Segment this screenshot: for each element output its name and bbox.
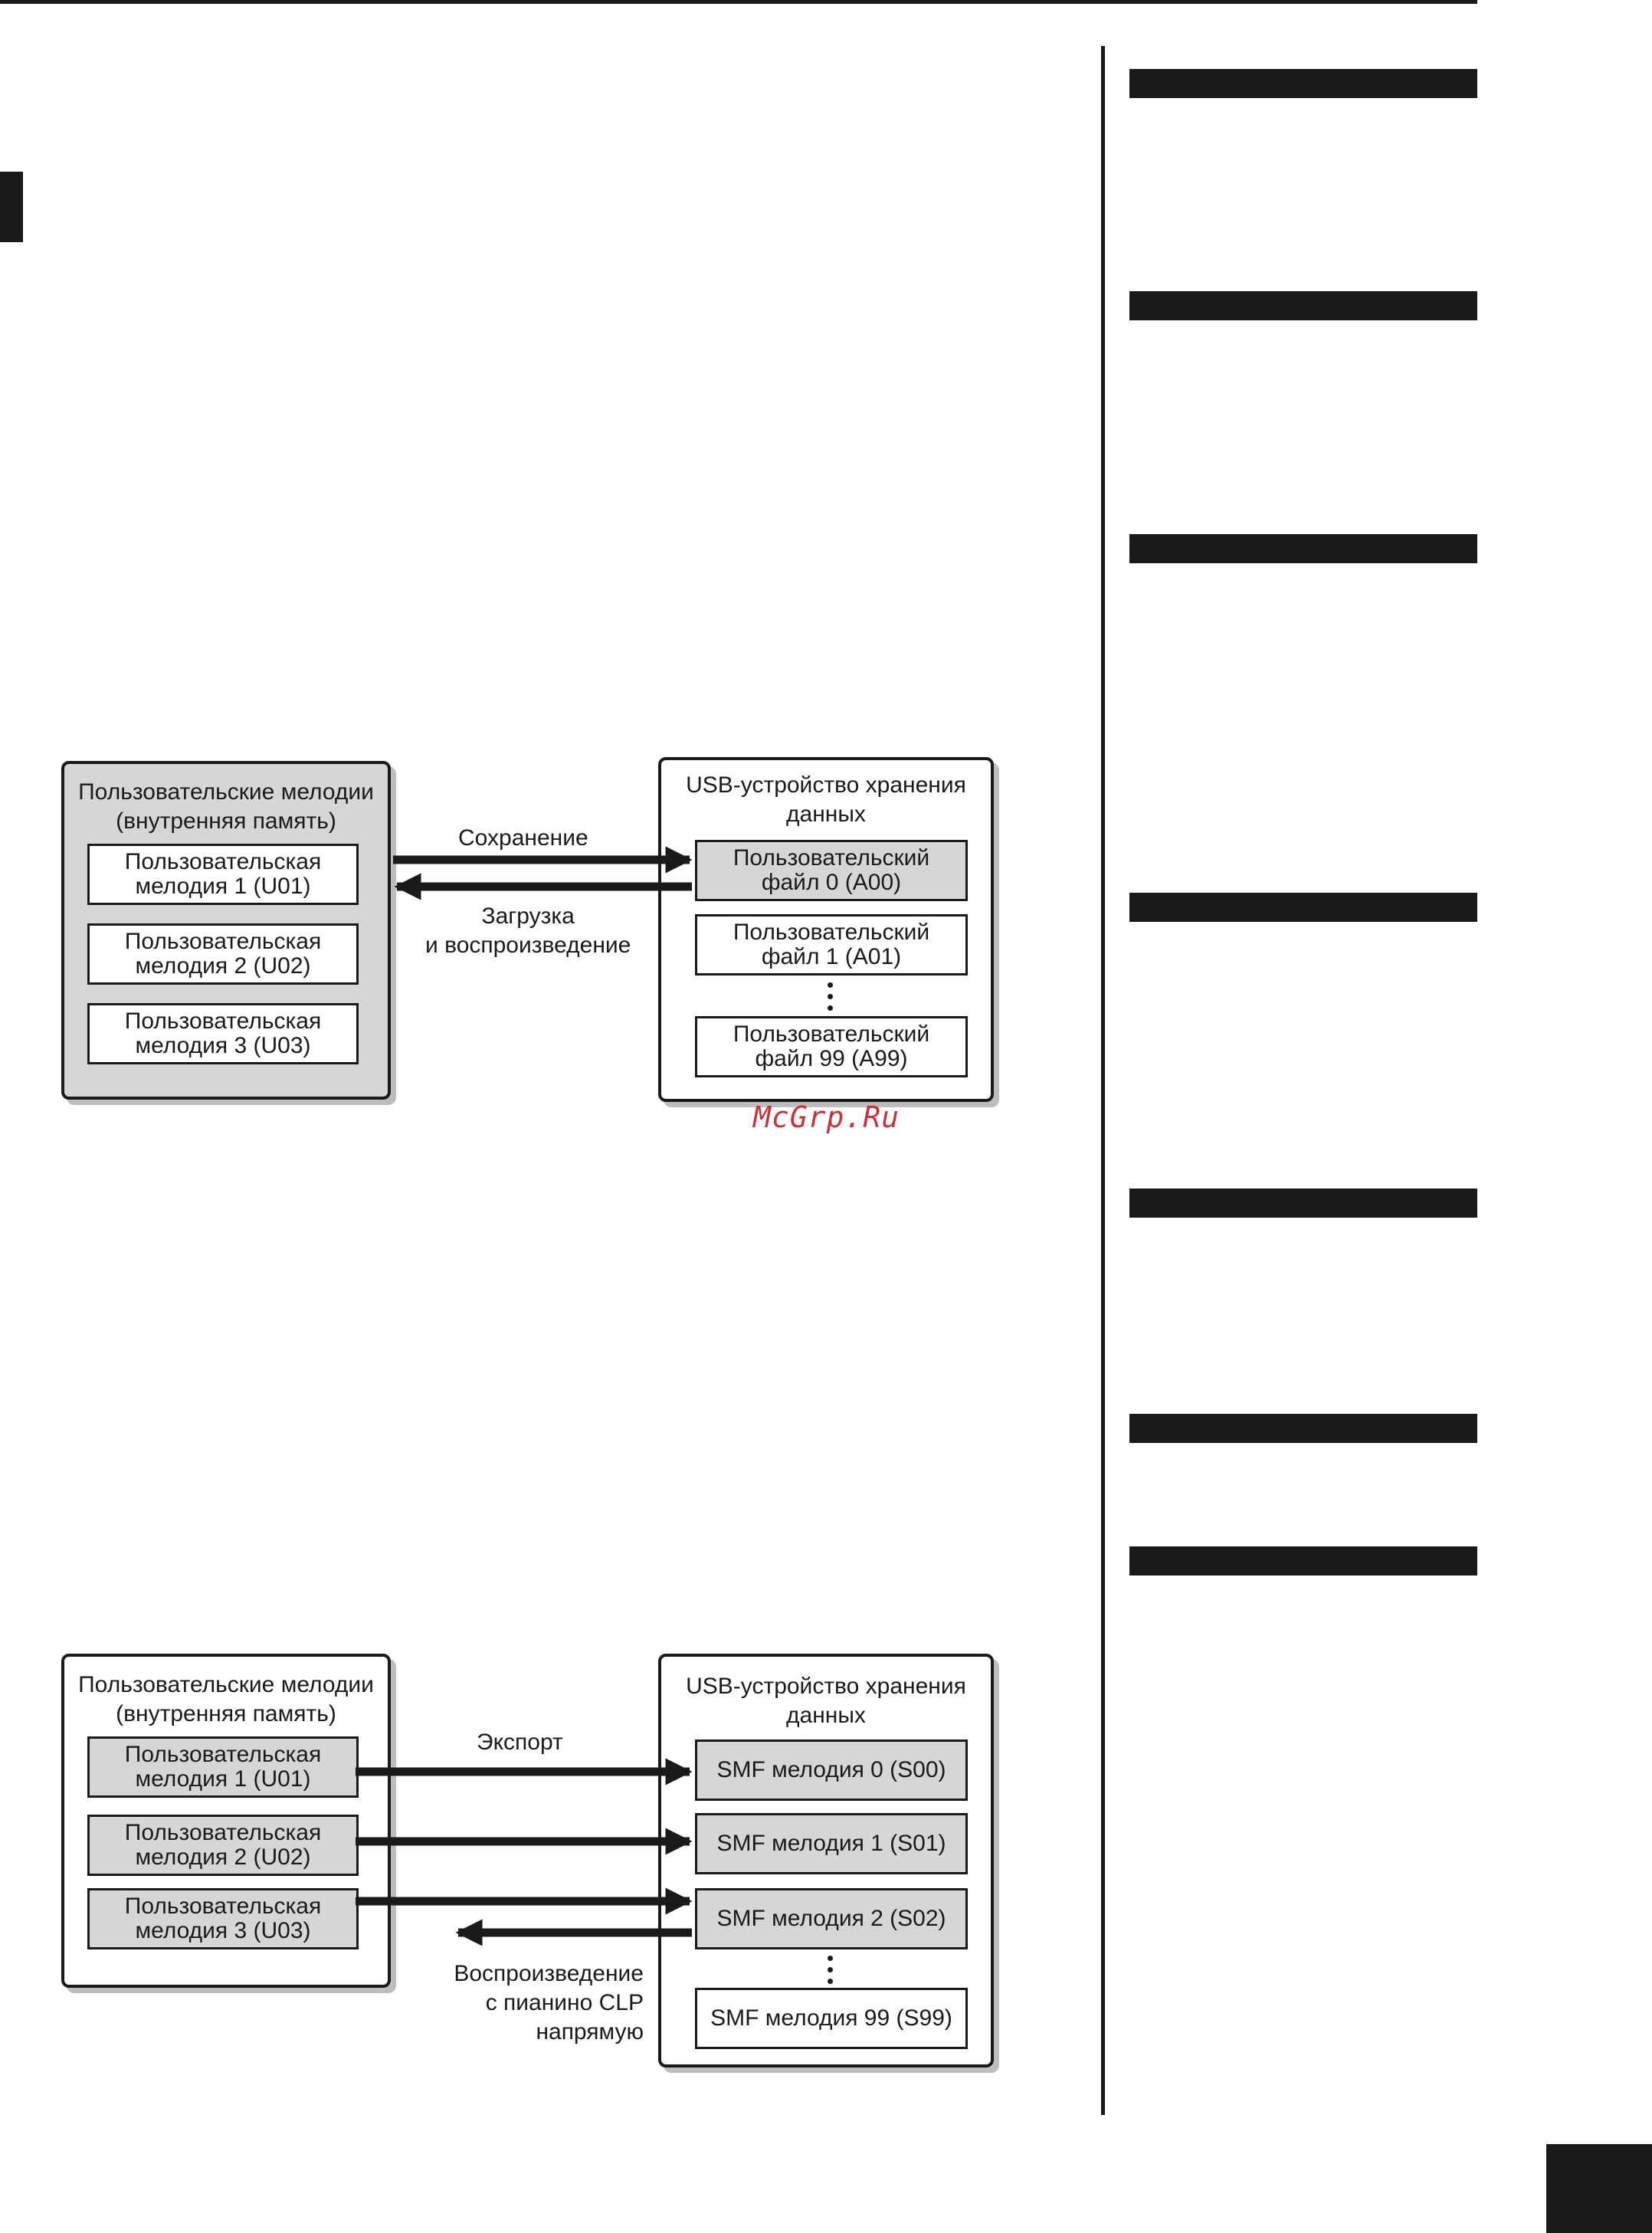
sidebar-heading-bar xyxy=(1129,893,1477,922)
usb-storage-panel: USB-устройство хранения данных Пользоват… xyxy=(658,757,994,1102)
user-file-a01: Пользовательский файл 1 (A01) xyxy=(695,914,968,976)
usb-storage-title-2: USB-устройство хранения данных xyxy=(686,1674,966,1728)
direct-play-label: Воспроизведение с пианино CLP напрямую xyxy=(454,1961,644,2044)
user-song-u03: Пользовательская мелодия 3 (U03) xyxy=(87,1003,359,1064)
sidebar-heading-bar xyxy=(1129,69,1477,98)
top-rule xyxy=(0,0,1477,4)
sidebar-heading-bar xyxy=(1129,534,1477,563)
column-divider xyxy=(1101,46,1105,2115)
user-songs-panel: Пользовательские мелодии (внутренняя пам… xyxy=(61,761,391,1100)
load-arrow-label: Загрузка и воспроизведение xyxy=(425,903,631,958)
smf-song-s00: SMF мелодия 0 (S00) xyxy=(695,1740,968,1801)
user-file-a00: Пользовательский файл 0 (A00) xyxy=(695,840,968,901)
user-songs-title-2: Пользовательские мелодии (внутренняя пам… xyxy=(78,1672,374,1726)
sidebar-heading-bar xyxy=(1129,1189,1477,1218)
watermark: McGrp.Ru xyxy=(753,1100,900,1134)
smf-song-s01: SMF мелодия 1 (S01) xyxy=(695,1813,968,1874)
user-song-u02-2: Пользовательская мелодия 2 (U02) xyxy=(87,1815,359,1876)
user-file-a99: Пользовательский файл 99 (A99) xyxy=(695,1016,968,1077)
ellipsis-icon xyxy=(828,982,834,1017)
usb-storage-panel-2: USB-устройство хранения данных SMF мелод… xyxy=(658,1654,994,2067)
export-arrow-label: Экспорт xyxy=(477,1730,563,1755)
sidebar-heading-bar xyxy=(1129,1414,1477,1443)
user-songs-panel-2: Пользовательские мелодии (внутренняя пам… xyxy=(61,1654,391,1988)
user-song-u01: Пользовательская мелодия 1 (U01) xyxy=(87,844,359,905)
section-tab-marker xyxy=(0,172,23,242)
page-number-block xyxy=(1546,2144,1652,2233)
user-songs-title: Пользовательские мелодии (внутренняя пам… xyxy=(78,779,374,834)
smf-song-s02: SMF мелодия 2 (S02) xyxy=(695,1888,968,1949)
save-arrow-label: Сохранение xyxy=(458,825,588,851)
user-song-u02: Пользовательская мелодия 2 (U02) xyxy=(87,923,359,985)
ellipsis-icon xyxy=(828,1956,834,1990)
smf-song-s99: SMF мелодия 99 (S99) xyxy=(695,1988,968,2049)
sidebar-heading-bar xyxy=(1129,1546,1477,1576)
sidebar-heading-bar xyxy=(1129,291,1477,320)
usb-storage-title: USB-устройство хранения данных xyxy=(686,772,966,827)
user-song-u03-2: Пользовательская мелодия 3 (U03) xyxy=(87,1888,359,1949)
user-song-u01-2: Пользовательская мелодия 1 (U01) xyxy=(87,1736,359,1798)
